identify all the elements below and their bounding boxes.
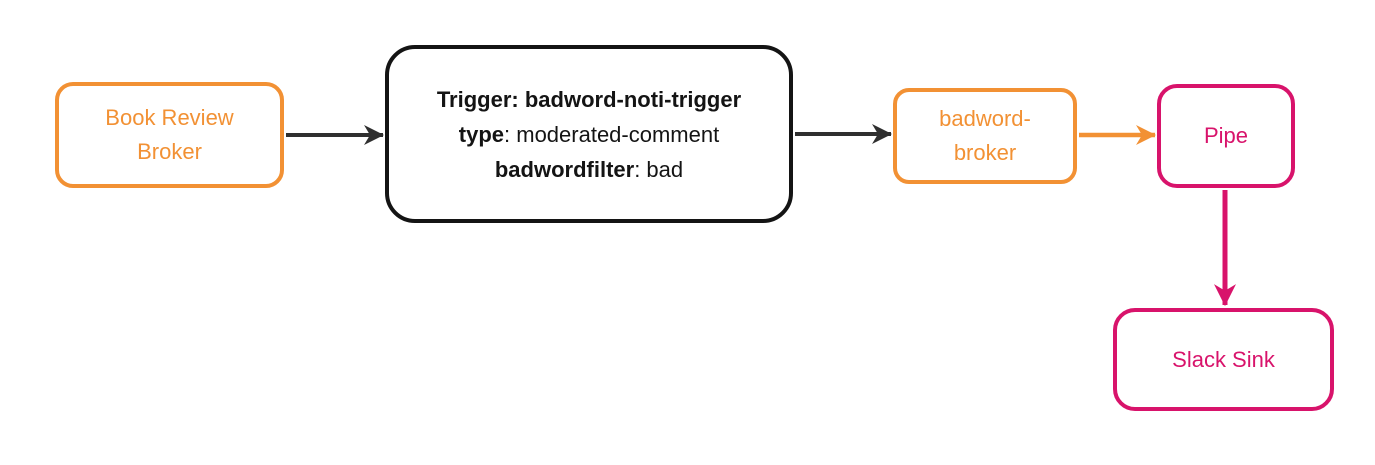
node-label: broker [953,140,1017,165]
node-label: Broker [137,139,202,164]
node-label: Book Review [105,105,234,130]
node-badword-broker: badword- broker [893,88,1077,184]
node-pipe: Pipe [1157,84,1295,188]
node-label: Slack Sink [1172,346,1275,372]
trigger-line-name: Trigger: badword-noti-trigger [436,86,742,112]
node-slack-sink: Slack Sink [1113,308,1334,411]
trigger-line-filter: badwordfilter: bad [494,156,684,182]
node-trigger: Trigger: badword-noti-trigger type: mode… [385,45,793,223]
node-label: Pipe [1203,123,1249,148]
node-book-review-broker: Book Review Broker [55,82,284,188]
node-label: badword- [939,106,1031,131]
trigger-line-type: type: moderated-comment [458,121,720,147]
